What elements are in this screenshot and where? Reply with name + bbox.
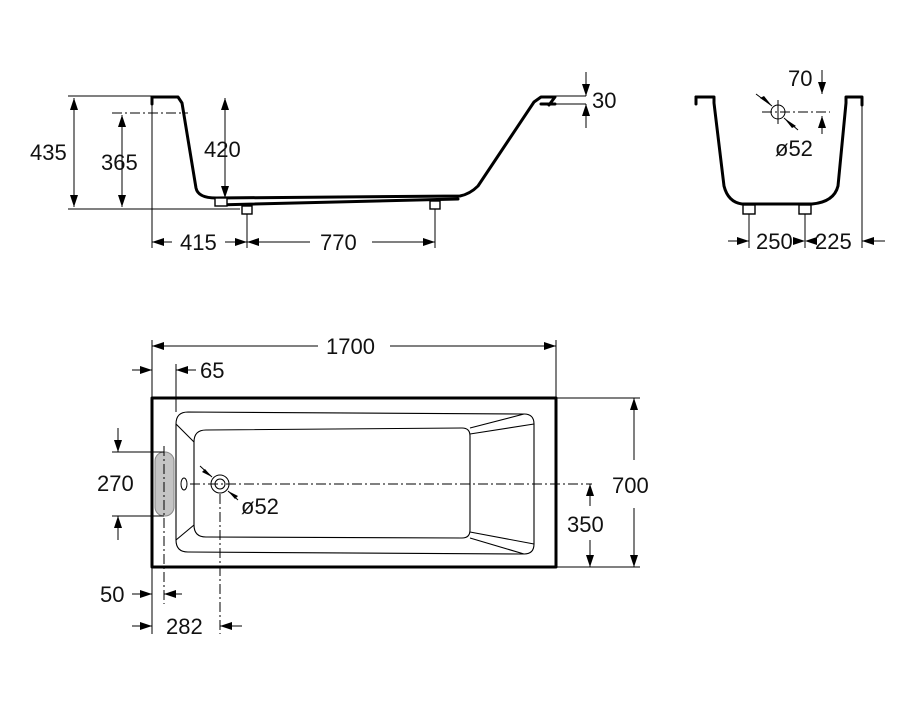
end-view: ø52 70 250 225 (694, 66, 885, 254)
dim-365-arrow-bottom (118, 195, 126, 207)
end-view-drain-leader-b (783, 117, 799, 131)
dim-282-arrow-right (220, 622, 232, 630)
side-view-base (214, 197, 460, 207)
plan-view-corner-tl (175, 423, 195, 443)
dim-700-arrow-bottom (630, 555, 638, 567)
dim-225-label: 225 (815, 229, 852, 254)
plan-view-basin-floor (193, 427, 471, 539)
end-view-foot-left (742, 204, 756, 215)
dim-270-label: 270 (97, 471, 134, 496)
dim-415-arrow-left (152, 238, 164, 246)
dim-420-label: 420 (204, 137, 241, 162)
end-view-drain-diameter-label: ø52 (775, 136, 813, 161)
dim-1700-arrow-left (152, 342, 164, 350)
dim-435-arrow-bottom (70, 195, 78, 207)
plan-view-basin-outer (175, 411, 535, 555)
side-view-drain (214, 197, 228, 207)
dim-250-arrow-left (737, 237, 749, 245)
dim-365-label: 365 (101, 150, 138, 175)
dim-435-arrow-top (70, 98, 78, 110)
plan-view-drain-arrow-b (228, 491, 238, 499)
dim-365-arrow-top (118, 115, 126, 127)
end-view-foot-right (798, 204, 812, 215)
dim-225-arrow-right (862, 237, 874, 245)
dim-350-arrow-bottom (586, 555, 594, 567)
dim-415-label: 415 (180, 230, 217, 255)
dim-435-label: 435 (30, 140, 67, 165)
dim-350-arrow-top (586, 484, 594, 496)
side-view: 435 365 420 30 415 770 (30, 72, 616, 255)
dim-65-arrow-left (140, 366, 152, 374)
end-view-tub-outline (694, 95, 864, 206)
dim-30-arrow-bottom (582, 104, 590, 116)
plan-view-backrest-top (469, 413, 525, 429)
dim-770-arrow-left (247, 238, 259, 246)
dim-225-arrow-left (805, 237, 817, 245)
dim-282-arrow-left (140, 622, 152, 630)
dim-70-arrow-top (818, 82, 826, 94)
dim-1700-arrow-right (544, 342, 556, 350)
dim-1700-label: 1700 (326, 334, 375, 359)
side-view-foot-left (241, 205, 253, 215)
plan-view-outer-rim (150, 396, 558, 569)
plan-view-drain-arrow-a (202, 469, 212, 477)
dim-65-label: 65 (200, 358, 224, 383)
plan-view-backrest-b (469, 531, 535, 545)
dim-70-arrow-bottom (818, 116, 826, 128)
plan-view-overflow-hole (180, 477, 188, 491)
dim-770-arrow-right (423, 238, 435, 246)
dim-270-arrow-bottom (114, 516, 122, 528)
plan-view-corner-bl (175, 524, 195, 541)
plan-view-backrest-a (469, 423, 535, 435)
side-view-foot-right (429, 200, 441, 210)
plan-view-drain-diameter-label: ø52 (241, 494, 279, 519)
dim-700-label: 700 (612, 473, 649, 498)
dim-50-label: 50 (100, 582, 124, 607)
dim-250-label: 250 (756, 229, 793, 254)
dim-420-arrow-top (221, 98, 229, 110)
dim-270-arrow-top (114, 440, 122, 452)
dim-50-arrow-right (164, 590, 176, 598)
side-view-tub-outline (150, 95, 557, 200)
dim-282-label: 282 (166, 614, 203, 639)
plan-view: ø52 1700 65 700 350 (97, 334, 649, 639)
dim-770-label: 770 (320, 230, 357, 255)
dim-415-arrow-right (235, 238, 247, 246)
dim-30-arrow-top (582, 84, 590, 96)
dim-700-arrow-top (630, 398, 638, 410)
end-view-drain-leader-a (755, 93, 773, 107)
dim-420-arrow-bottom (221, 186, 229, 198)
dim-50-arrow-left (140, 590, 152, 598)
dim-250-arrow-right (793, 237, 805, 245)
dim-350-label: 350 (567, 512, 604, 537)
plan-view-backrest-bottom (469, 537, 525, 555)
dim-30-label: 30 (592, 88, 616, 113)
dim-70-label: 70 (788, 66, 812, 91)
dim-65-arrow-right (176, 366, 188, 374)
